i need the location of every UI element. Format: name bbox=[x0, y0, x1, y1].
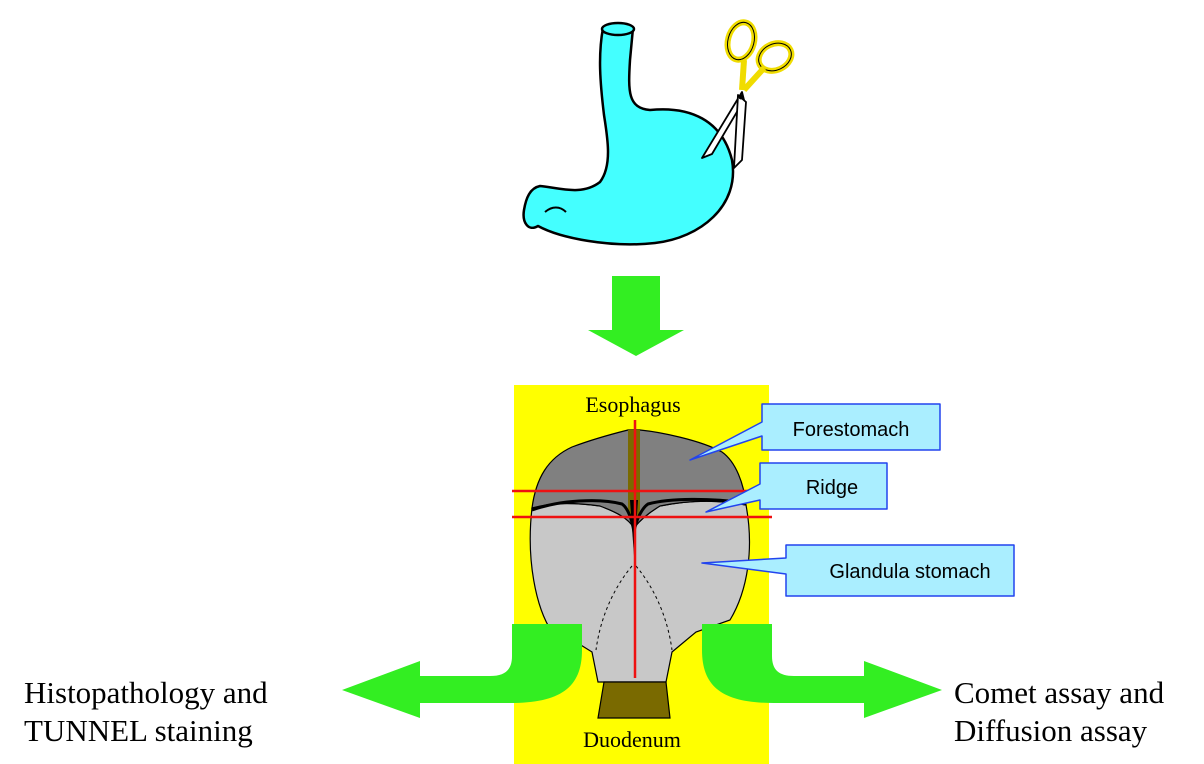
right-outcome-line1: Comet assay and bbox=[954, 675, 1165, 710]
left-outcome-line1: Histopathology and bbox=[24, 675, 268, 710]
right-curved-arrow-icon bbox=[702, 624, 942, 718]
right-outcome-text: Comet assay and Diffusion assay bbox=[954, 674, 1164, 750]
callout-forestomach-label: Forestomach bbox=[793, 419, 910, 441]
right-outcome-line2: Diffusion assay bbox=[954, 713, 1148, 748]
scissors-icon bbox=[701, 19, 795, 169]
left-outcome-text: Histopathology and TUNNEL staining bbox=[24, 674, 268, 750]
callout-glandula-label: Glandula stomach bbox=[829, 561, 990, 583]
callout-forestomach: Forestomach bbox=[689, 403, 941, 461]
stomach-icon bbox=[522, 21, 735, 246]
left-outcome-line2: TUNNEL staining bbox=[24, 713, 253, 748]
duodenum-region bbox=[597, 681, 671, 719]
left-curved-arrow-icon bbox=[342, 624, 582, 718]
duodenum-label: Duodenum bbox=[583, 727, 681, 752]
callout-glandula: Glandula stomach bbox=[701, 544, 1015, 597]
esophagus-label: Esophagus bbox=[585, 392, 680, 417]
cut-lines bbox=[512, 420, 772, 678]
callout-ridge-label: Ridge bbox=[806, 477, 858, 499]
callout-ridge: Ridge bbox=[705, 462, 888, 513]
down-arrow-icon bbox=[588, 276, 684, 356]
